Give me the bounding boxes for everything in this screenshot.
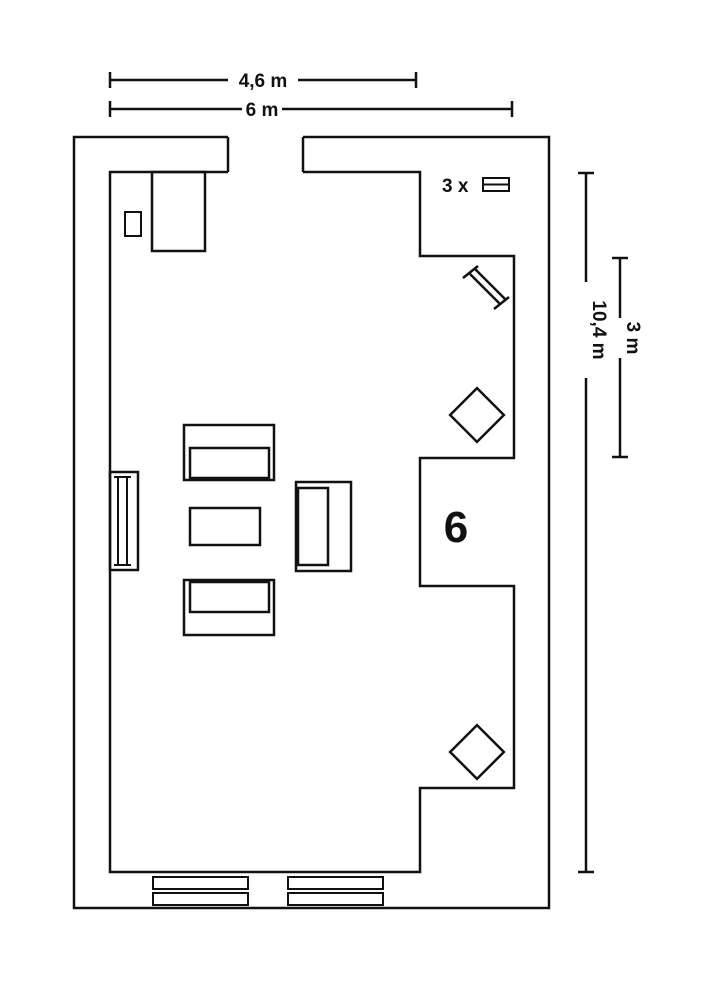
sofa-icon <box>182 423 276 482</box>
dimension-right-segment-label: 3 m <box>622 322 643 355</box>
screen-icon <box>462 265 510 310</box>
inner-wall <box>108 170 516 874</box>
dimension-right-total-label: 10,4 m <box>588 300 609 359</box>
radiator-icon <box>482 177 510 192</box>
sofa-icon <box>182 578 276 637</box>
room-number: 6 <box>444 503 468 552</box>
table-icon <box>188 506 262 547</box>
cabinet <box>150 170 207 253</box>
dimension-right-total: 10,4 m <box>578 171 609 874</box>
dimension-top-outer: 6 m <box>108 100 514 121</box>
switch-icon <box>124 211 142 237</box>
outer-wall <box>72 135 551 910</box>
dimension-top-inner: 4,6 m <box>108 71 418 92</box>
radiator-count-label: 3 x <box>442 176 469 197</box>
armchair-icon <box>294 480 353 573</box>
dimension-right-segment: 3 m <box>612 256 643 459</box>
window-icon <box>152 876 249 906</box>
dimension-top-outer-label: 6 m <box>246 100 279 121</box>
speaker-icon <box>448 386 506 444</box>
speaker-icon <box>448 723 506 781</box>
wall-unit-icon <box>108 470 140 572</box>
window-icon <box>287 876 384 906</box>
dimension-top-inner-label: 4,6 m <box>239 71 288 92</box>
